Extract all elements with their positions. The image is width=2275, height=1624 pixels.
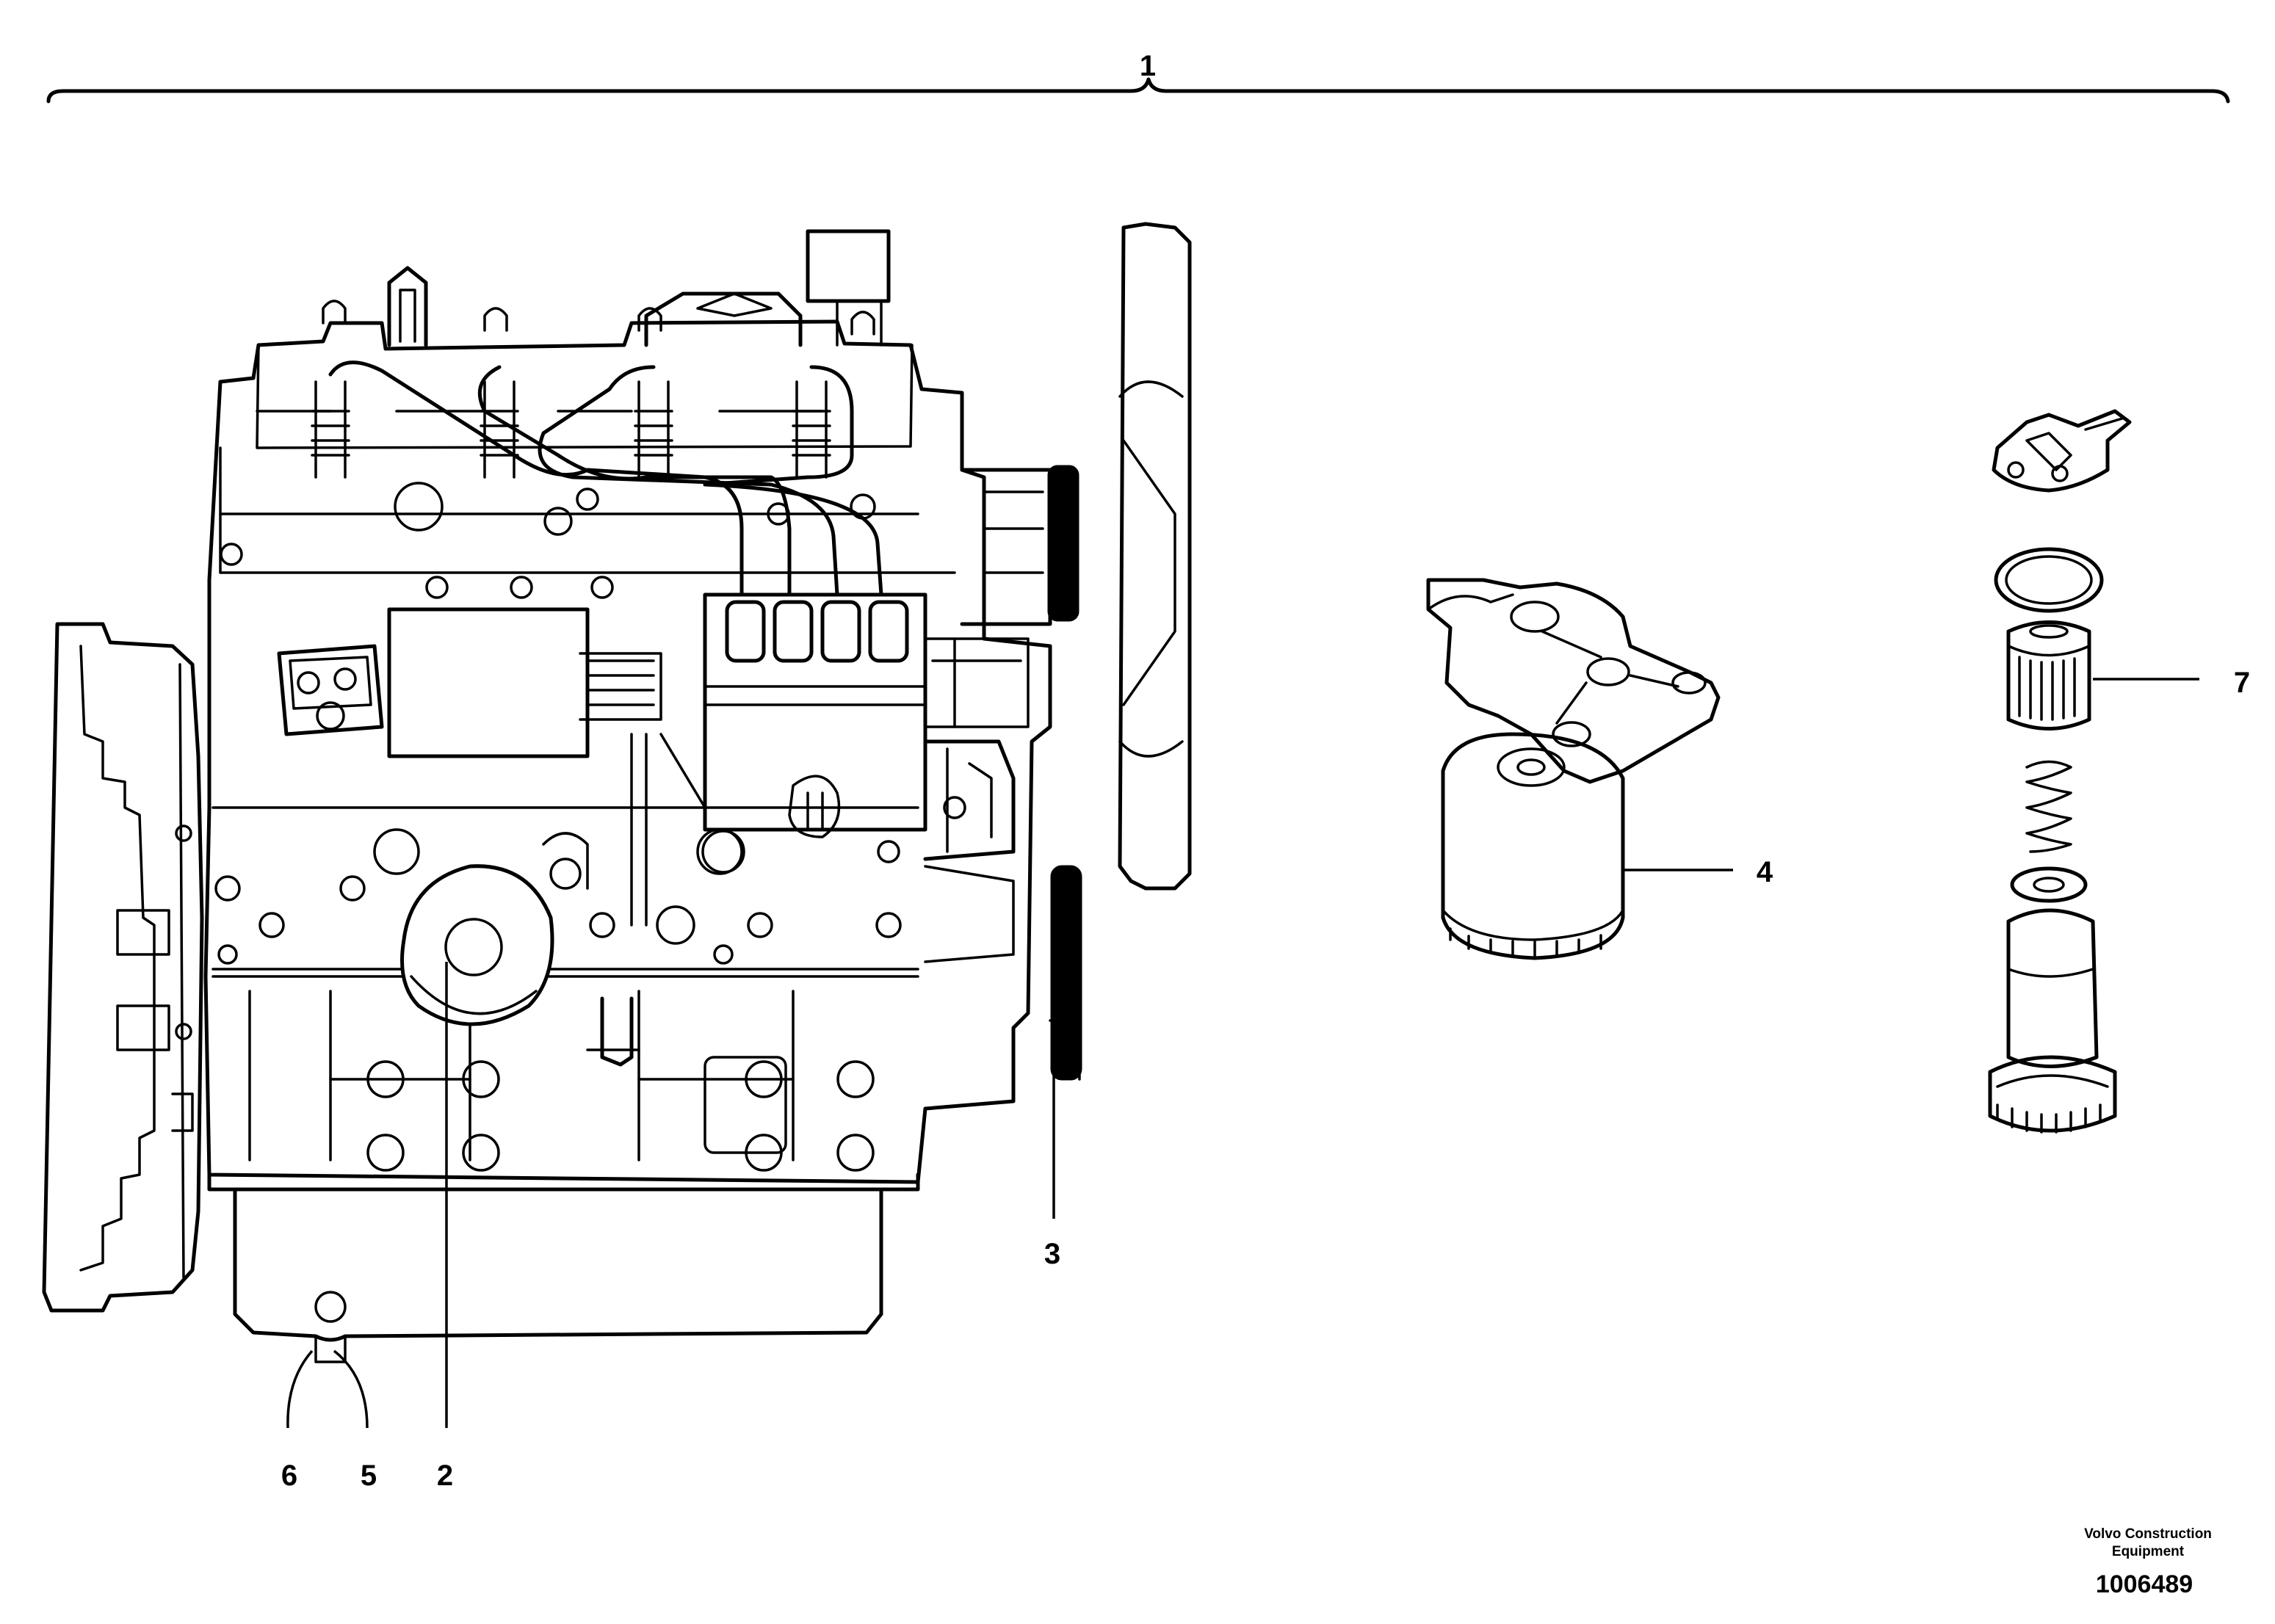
company-name: Volvo Construction Equipment — [2084, 1526, 2212, 1559]
assembly-bracket — [46, 77, 2230, 104]
callout-6: 6 — [281, 1460, 298, 1492]
callout-4: 4 — [1756, 856, 1773, 888]
callout-2: 2 — [436, 1460, 454, 1492]
callout-5: 5 — [360, 1460, 377, 1492]
leader-lines — [286, 678, 2199, 1429]
water-separator-illustration — [1988, 409, 2132, 1134]
callout-7: 7 — [2233, 667, 2251, 699]
callout-3: 3 — [1044, 1238, 1061, 1270]
fuel-filter-illustration — [1426, 578, 1721, 960]
drawing-number: 1006489 — [2095, 1570, 2193, 1598]
engine-illustration — [42, 222, 1192, 1363]
callout-1: 1 — [1139, 50, 1157, 82]
